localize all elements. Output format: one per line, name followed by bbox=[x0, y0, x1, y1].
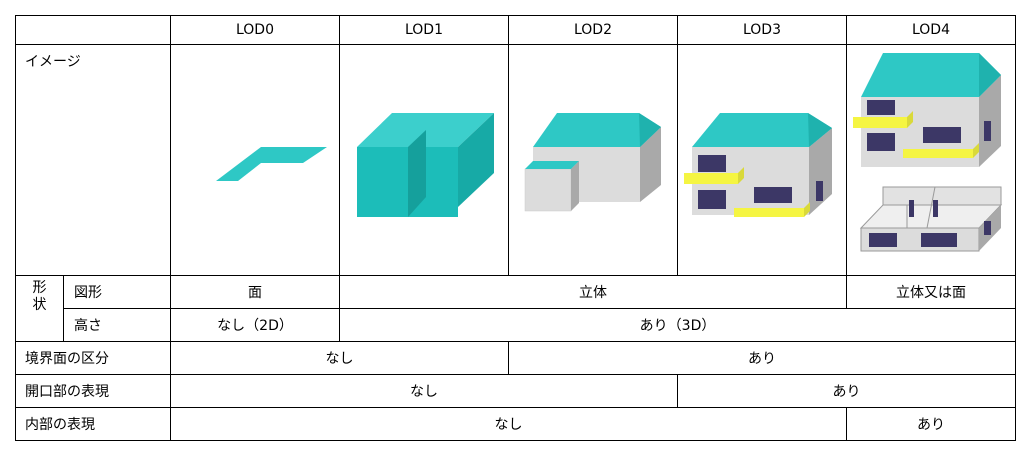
boundary-lod2-4: あり bbox=[508, 341, 1016, 375]
col-header-lod2: LOD2 bbox=[508, 15, 678, 45]
figure-label: 図形 bbox=[63, 275, 171, 309]
height-lod1-4: あり（3D） bbox=[339, 308, 1016, 342]
interior-label: 内部の表現 bbox=[15, 407, 171, 441]
figure-lod4: 立体又は面 bbox=[846, 275, 1016, 309]
col-header-lod1: LOD1 bbox=[339, 15, 509, 45]
lod3-opening-model-icon bbox=[684, 113, 832, 217]
lod2-image-cell bbox=[508, 44, 678, 276]
col-header-lod4: LOD4 bbox=[846, 15, 1016, 45]
figure-lod1-3: 立体 bbox=[339, 275, 847, 309]
corner-cell bbox=[15, 15, 171, 45]
lod1-block-model-icon bbox=[357, 113, 494, 217]
lod-comparison-table: LOD0 LOD1 LOD2 LOD3 LOD4 イメージ bbox=[15, 15, 1016, 441]
interior-row: 内部の表現 なし あり bbox=[15, 407, 1016, 441]
figure-row: 形 状 図形 面 立体 立体又は面 bbox=[15, 275, 1016, 342]
image-row: イメージ bbox=[15, 44, 1016, 276]
shape-group-label: 形 状 bbox=[15, 275, 64, 342]
interior-lod4: あり bbox=[846, 407, 1016, 441]
shape-group-char-2: 状 bbox=[32, 297, 47, 313]
height-label: 高さ bbox=[63, 308, 171, 342]
opening-row: 開口部の表現 なし あり bbox=[15, 374, 1016, 408]
col-header-lod0: LOD0 bbox=[170, 15, 340, 45]
lod1-image-cell bbox=[339, 44, 509, 276]
figure-lod0: 面 bbox=[170, 275, 340, 309]
interior-lod0-3: なし bbox=[170, 407, 847, 441]
lod4-image-cell bbox=[846, 44, 1016, 276]
height-lod0: なし（2D） bbox=[170, 308, 340, 342]
boundary-lod0-1: なし bbox=[170, 341, 509, 375]
lod0-footprint-icon bbox=[216, 147, 327, 181]
shape-group-char-1: 形 bbox=[32, 280, 47, 296]
height-row: 高さ なし（2D） あり（3D） bbox=[16, 308, 1016, 342]
lod2-roof-model-icon bbox=[524, 113, 661, 212]
lod3-image-cell bbox=[677, 44, 847, 276]
header-row: LOD0 LOD1 LOD2 LOD3 LOD4 bbox=[15, 15, 1016, 45]
col-header-lod3: LOD3 bbox=[677, 15, 847, 45]
image-row-label: イメージ bbox=[15, 44, 171, 276]
lod4-interior-model-icon bbox=[853, 53, 1003, 252]
lod0-image-cell bbox=[170, 44, 340, 276]
boundary-row: 境界面の区分 なし あり bbox=[15, 341, 1016, 375]
boundary-label: 境界面の区分 bbox=[15, 341, 171, 375]
opening-label: 開口部の表現 bbox=[15, 374, 171, 408]
opening-lod0-2: なし bbox=[170, 374, 678, 408]
opening-lod3-4: あり bbox=[677, 374, 1016, 408]
